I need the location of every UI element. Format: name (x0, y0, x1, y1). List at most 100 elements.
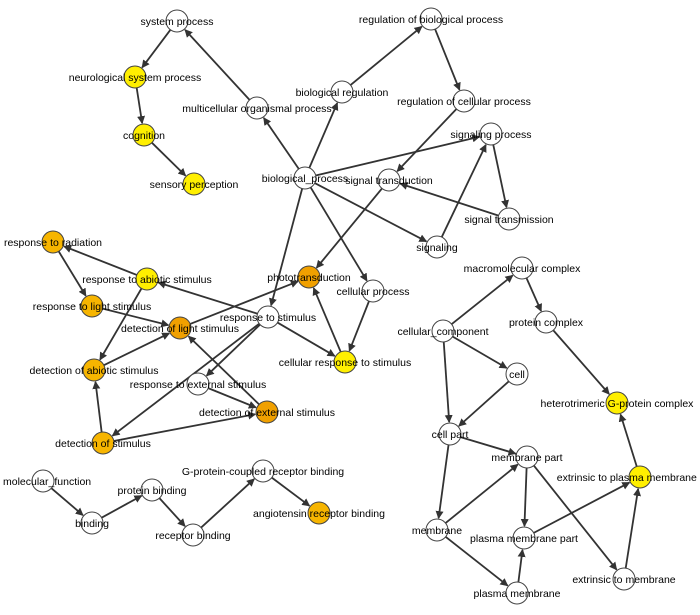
node-circle[interactable] (510, 256, 534, 280)
edge-extrinsic-to-membrane-to-extrinsic-to-plasma-membrane (624, 487, 642, 569)
node-detection-of-external-stimulus[interactable]: detection of external stimulus (199, 400, 335, 424)
node-system-process[interactable]: system process (141, 9, 214, 33)
node-sensory-perception[interactable]: sensory perception (150, 172, 239, 196)
node-molecular-function[interactable]: molecular_function (3, 469, 91, 493)
node-circle[interactable] (186, 372, 210, 396)
edge-regulation-of-cellular-process-to-signal-transduction (396, 108, 458, 173)
node-circle[interactable] (497, 207, 521, 231)
node-circle[interactable] (605, 391, 629, 415)
node-signal-transduction[interactable]: signal transduction (345, 168, 433, 192)
node-plasma-membrane[interactable]: plasma membrane (474, 581, 561, 605)
node-circle[interactable] (505, 581, 529, 605)
node-phototransduction[interactable]: phototransduction (267, 265, 351, 289)
node-detection-of-light-stimulus[interactable]: detection of light stimulus (121, 316, 239, 340)
node-signaling[interactable]: signaling (416, 235, 458, 259)
edge-binding-to-protein-binding (101, 494, 143, 519)
node-label: regulation of biological process (359, 14, 503, 26)
node-circle[interactable] (80, 511, 104, 535)
node-extrinsic-to-membrane[interactable]: extrinsic to membrane (572, 567, 676, 591)
node-cell[interactable]: cell (505, 362, 529, 386)
node-circle[interactable] (297, 265, 321, 289)
node-circle[interactable] (479, 122, 503, 146)
node-plasma-membrane-part[interactable]: plasma membrane part (470, 526, 578, 550)
node-circle[interactable] (255, 400, 279, 424)
node-cellular-process[interactable]: cellular process (337, 279, 410, 303)
node-response-to-external-stimulus[interactable]: response to external stimulus (130, 372, 267, 396)
node-cellular-component[interactable]: cellular_component (397, 319, 489, 343)
node-cellular-response-to-stimulus[interactable]: cellular response to stimulus (279, 350, 411, 374)
node-heterotrimeric-g-protein-complex[interactable]: heterotrimeric G-protein complex (541, 391, 695, 415)
edge-cellular-component-to-cell (452, 335, 508, 369)
node-circle[interactable] (181, 523, 205, 547)
node-circle[interactable] (293, 166, 317, 190)
node-response-to-stimulus[interactable]: response to stimulus (220, 305, 316, 329)
node-label: phototransduction (267, 272, 351, 284)
node-circle[interactable] (41, 230, 65, 254)
edge-cellular-component-to-macromolecular-complex (451, 274, 514, 325)
node-circle[interactable] (251, 459, 275, 483)
node-response-to-abiotic-stimulus[interactable]: response to abiotic stimulus (82, 267, 212, 291)
node-circle[interactable] (515, 445, 539, 469)
edge-regulation-of-biological-process-to-regulation-of-cellular-process (434, 28, 461, 91)
edge-cognition-to-sensory-perception (151, 142, 187, 177)
node-circle[interactable] (361, 279, 385, 303)
node-extrinsic-to-plasma-membrane[interactable]: extrinsic to plasma membrane (557, 465, 697, 489)
node-label: regulation of cellular process (397, 96, 531, 108)
edge-detection-of-stimulus-to-detection-of-external-stimulus (113, 411, 257, 442)
node-circle[interactable] (612, 567, 636, 591)
node-circle[interactable] (512, 526, 536, 550)
node-circle[interactable] (505, 362, 529, 386)
node-binding[interactable]: binding (75, 511, 109, 535)
node-circle[interactable] (168, 316, 192, 340)
node-receptor-binding[interactable]: receptor binding (155, 523, 231, 547)
node-circle[interactable] (132, 123, 156, 147)
node-circle[interactable] (628, 465, 652, 489)
node-circle[interactable] (438, 422, 462, 446)
node-circle[interactable] (91, 431, 115, 455)
node-protein-binding[interactable]: protein binding (118, 478, 187, 502)
node-circle[interactable] (377, 168, 401, 192)
node-circle[interactable] (333, 350, 357, 374)
node-circle[interactable] (256, 305, 280, 329)
node-circle[interactable] (123, 65, 147, 89)
node-detection-of-stimulus[interactable]: detection of stimulus (55, 431, 151, 455)
node-circle[interactable] (135, 267, 159, 291)
node-signaling-process[interactable]: signaling process (450, 122, 532, 146)
node-circle[interactable] (330, 80, 354, 104)
edge-biological-process-to-cellular-process (309, 186, 368, 282)
node-circle[interactable] (452, 89, 476, 113)
node-response-to-light-stimulus[interactable]: response to light stimulus (33, 294, 151, 318)
node-circle[interactable] (80, 294, 104, 318)
node-response-to-radiation[interactable]: response to radiation (4, 230, 102, 254)
node-circle[interactable] (419, 7, 443, 31)
node-regulation-of-biological-process[interactable]: regulation of biological process (359, 7, 503, 31)
node-circle[interactable] (165, 9, 189, 33)
node-circle[interactable] (425, 518, 449, 542)
node-regulation-of-cellular-process[interactable]: regulation of cellular process (397, 89, 531, 113)
node-circle[interactable] (534, 310, 558, 334)
node-membrane-part[interactable]: membrane part (491, 445, 563, 469)
node-circle[interactable] (307, 501, 331, 525)
node-multicellular-organismal-process[interactable]: multicellular organismal process (182, 96, 332, 120)
node-circle[interactable] (245, 96, 269, 120)
node-circle[interactable] (431, 319, 455, 343)
node-neurological-system-process[interactable]: neurological system process (69, 65, 201, 89)
node-biological-process[interactable]: biological_process (262, 166, 348, 190)
edge-extrinsic-to-plasma-membrane-to-heterotrimeric-g-protein-complex (618, 413, 638, 467)
node-membrane[interactable]: membrane (412, 518, 462, 542)
node-circle[interactable] (140, 478, 164, 502)
node-detection-of-abiotic-stimulus[interactable]: detection of abiotic stimulus (30, 358, 159, 382)
edge-biological-process-to-response-to-stimulus (269, 188, 304, 307)
node-cell-part[interactable]: cell part (432, 422, 469, 446)
node-biological-regulation[interactable]: biological regulation (296, 80, 389, 104)
node-circle[interactable] (425, 235, 449, 259)
node-protein-complex[interactable]: protein complex (509, 310, 584, 334)
node-circle[interactable] (182, 172, 206, 196)
node-cognition[interactable]: cognition (123, 123, 165, 147)
node-circle[interactable] (31, 469, 55, 493)
node-macromolecular-complex[interactable]: macromolecular complex (464, 256, 581, 280)
node-angiotensin-receptor-binding[interactable]: angiotensin receptor binding (253, 501, 385, 525)
node-circle[interactable] (82, 358, 106, 382)
node-signal-transmission[interactable]: signal transmission (464, 207, 554, 231)
node-g-protein-coupled-receptor-binding[interactable]: G-protein-coupled receptor binding (182, 459, 344, 483)
